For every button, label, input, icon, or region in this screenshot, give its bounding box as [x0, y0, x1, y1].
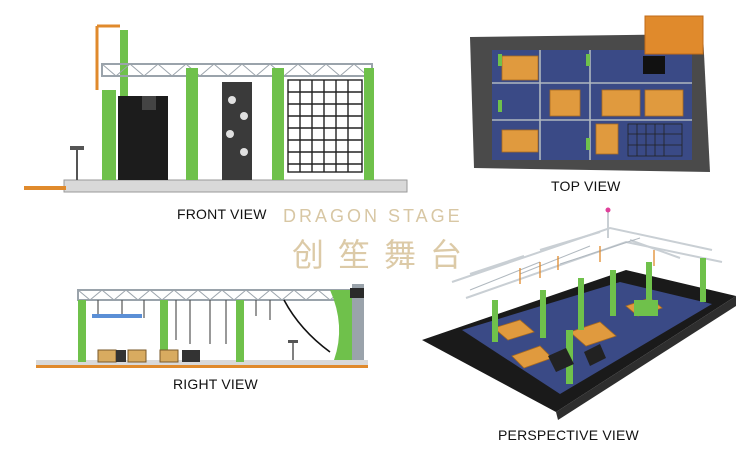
front-peg-board — [222, 82, 252, 180]
watermark-cjk: 创笙舞台 — [292, 236, 477, 274]
front-cargo-net — [287, 79, 363, 173]
right-swing-rope — [283, 299, 331, 353]
persp-truss — [451, 226, 723, 299]
perspective-view-caption: PERSPECTIVE VIEW — [498, 427, 639, 443]
right-base — [36, 360, 368, 368]
top-orange-roof — [644, 15, 704, 55]
front-green-post — [102, 90, 116, 180]
watermark-latin: DRAGON STAGE — [283, 206, 463, 226]
right-view-caption: RIGHT VIEW — [173, 376, 258, 392]
top-view-caption: TOP VIEW — [551, 178, 621, 194]
front-ramp — [24, 186, 66, 190]
front-view-caption: FRONT VIEW — [177, 206, 267, 222]
right-quarter-pipe — [330, 290, 356, 360]
